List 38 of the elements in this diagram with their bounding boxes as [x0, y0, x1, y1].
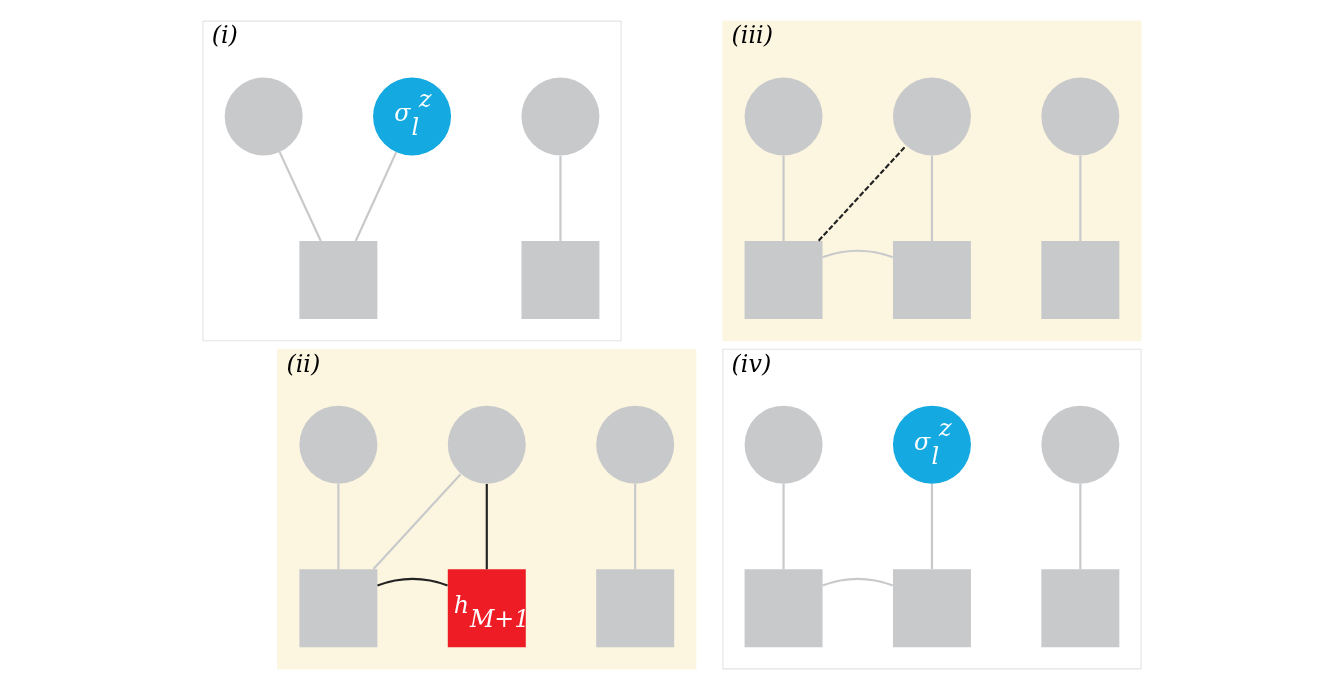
node-box — [1040, 241, 1119, 319]
connector — [1078, 484, 1081, 570]
connector — [354, 151, 397, 242]
node-circle — [1040, 405, 1119, 484]
node-box — [1040, 569, 1119, 648]
node-circle — [298, 405, 377, 484]
connector — [930, 155, 933, 241]
node-circle — [744, 405, 823, 484]
connector — [821, 249, 893, 259]
node-circle — [520, 77, 599, 156]
connector — [781, 484, 785, 570]
connector — [821, 577, 893, 587]
node-box — [298, 241, 377, 319]
cluster: (iii) — [721, 20, 1142, 342]
node-box — [892, 241, 971, 319]
connector — [633, 484, 636, 570]
node-circle — [892, 77, 971, 156]
node-box — [744, 241, 823, 319]
connector — [376, 577, 448, 587]
node-circle — [744, 77, 823, 156]
node-circle — [1040, 77, 1119, 156]
connector — [1078, 155, 1081, 241]
connector — [930, 484, 933, 570]
node-circle — [595, 405, 674, 484]
connector — [558, 155, 562, 241]
connector — [336, 484, 339, 570]
connector — [278, 151, 322, 242]
node-box — [520, 241, 599, 319]
connector — [485, 484, 488, 570]
connector — [372, 473, 461, 570]
node-box — [595, 569, 674, 648]
node-circle — [224, 77, 303, 156]
node-box — [892, 569, 971, 648]
connector — [817, 145, 907, 242]
node-box — [298, 569, 377, 648]
node-box — [744, 569, 823, 648]
node-circle — [447, 405, 526, 484]
connector — [781, 155, 785, 241]
